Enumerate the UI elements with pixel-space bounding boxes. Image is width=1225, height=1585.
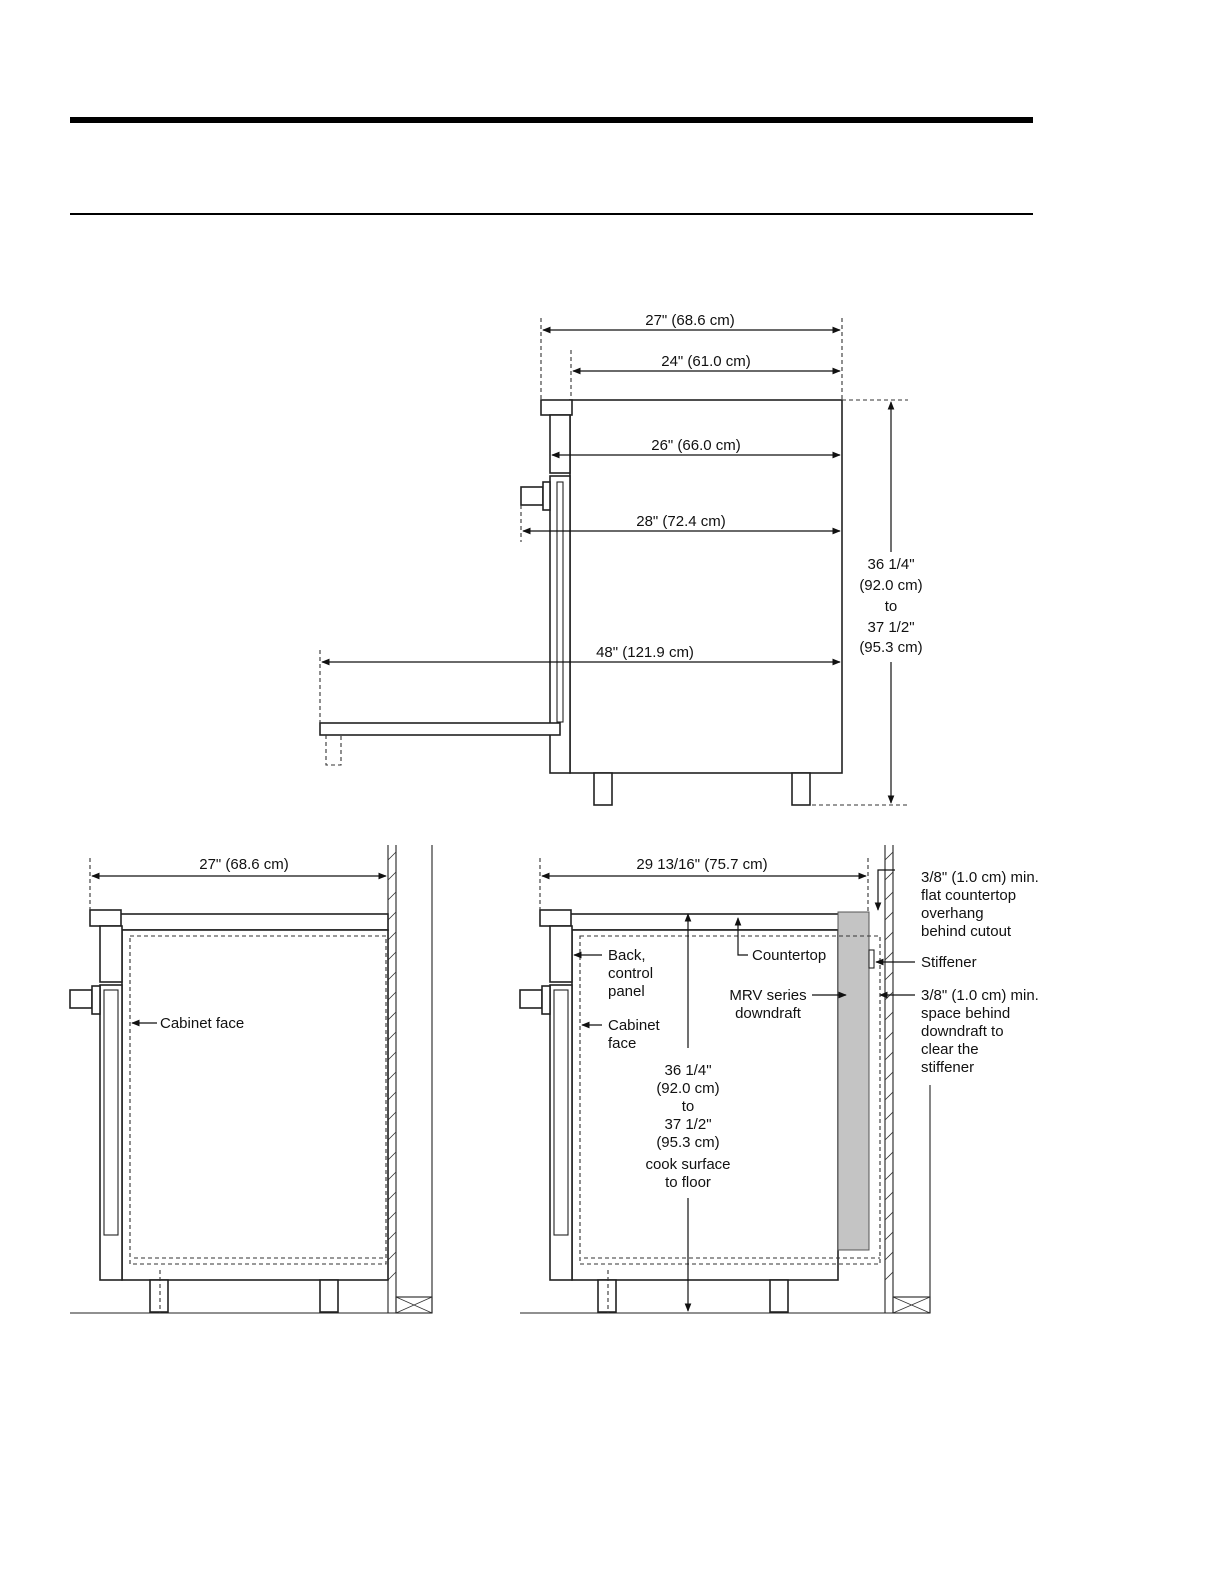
control-panel — [549, 414, 571, 474]
left-dim-width-27: 27" (68.6 cm) — [199, 856, 289, 873]
door-handle — [520, 486, 544, 506]
label-countertop: Countertop — [752, 947, 826, 964]
cook-height-line3: to — [682, 1098, 695, 1115]
label-overhang-line3: overhang — [921, 905, 984, 922]
dim-height-line5: (95.3 cm) — [859, 639, 922, 656]
front-foot — [593, 772, 613, 806]
header-thick-rule — [70, 117, 1033, 123]
cooktop-lip — [540, 399, 573, 416]
header-thin-rule — [70, 213, 1033, 215]
dim-height-line2: (92.0 cm) — [859, 577, 922, 594]
dim-depth-28: 28" (72.4 cm) — [636, 513, 726, 530]
right-dim-width: 29 13/16" (75.7 cm) — [636, 856, 767, 873]
cook-height-line2: (92.0 cm) — [656, 1080, 719, 1097]
cabinet-outline-right — [579, 935, 881, 1265]
countertop-right — [555, 913, 869, 931]
dim-width-24: 24" (61.0 cm) — [661, 353, 751, 370]
dim-height-line3: to — [885, 598, 898, 615]
countertop-left — [103, 913, 389, 931]
cabinet-outline-left — [129, 935, 387, 1265]
dim-depth-26: 26" (66.0 cm) — [651, 437, 741, 454]
dim-height-line4: 37 1/2" — [867, 619, 914, 636]
label-space-line3: downdraft to — [921, 1023, 1004, 1040]
cook-height-line4: 37 1/2" — [664, 1116, 711, 1133]
label-mrv-line2: downdraft — [735, 1005, 802, 1022]
label-overhang-line2: flat countertop — [921, 887, 1016, 904]
mrv-downdraft — [837, 911, 870, 1251]
label-back-panel-line3: panel — [608, 983, 645, 1000]
dim-width-27: 27" (68.6 cm) — [645, 312, 735, 329]
label-back-panel-line2: control — [608, 965, 653, 982]
left-label-cabinet-face: Cabinet face — [160, 1015, 244, 1032]
label-mrv-line1: MRV series — [729, 987, 806, 1004]
label-space-line2: space behind — [921, 1005, 1010, 1022]
cook-height-line1: 36 1/4" — [664, 1062, 711, 1079]
stiffener — [868, 949, 875, 969]
range-body — [569, 399, 843, 774]
cabinet-install-left-view: 27" (68.6 cm) Cabinet face — [69, 845, 433, 1314]
label-space-line1: 3/8" (1.0 cm) min. — [921, 987, 1039, 1004]
label-space-line4: clear the — [921, 1041, 979, 1058]
dim-height-line1: 36 1/4" — [867, 556, 914, 573]
label-right-cabinet-face-line2: face — [608, 1035, 636, 1052]
label-overhang-line4: behind cutout — [921, 923, 1012, 940]
rear-foot — [791, 772, 811, 806]
cabinet-install-right-view: 29 13/16" (75.7 cm) 36 1/4" (92.0 cm) to… — [519, 845, 1039, 1314]
label-space-line5: stiffener — [921, 1059, 974, 1076]
wall-hatch-left — [387, 851, 397, 1281]
label-back-panel-line1: Back, — [608, 947, 646, 964]
dim-depth-48: 48" (121.9 cm) — [596, 644, 694, 661]
cook-height-line6: cook surface — [645, 1156, 730, 1173]
label-overhang-line1: 3/8" (1.0 cm) min. — [921, 869, 1039, 886]
label-stiffener: Stiffener — [921, 954, 977, 971]
wall-hatch-right — [884, 851, 894, 1281]
oven-door — [549, 475, 571, 774]
label-right-cabinet-face-line1: Cabinet — [608, 1017, 661, 1034]
range-side-view: 27" (68.6 cm) 24" (61.0 cm) 26" (66.0 cm… — [319, 312, 923, 806]
cook-height-line5: (95.3 cm) — [656, 1134, 719, 1151]
cook-height-line7: to floor — [665, 1174, 711, 1191]
open-door — [319, 722, 561, 736]
